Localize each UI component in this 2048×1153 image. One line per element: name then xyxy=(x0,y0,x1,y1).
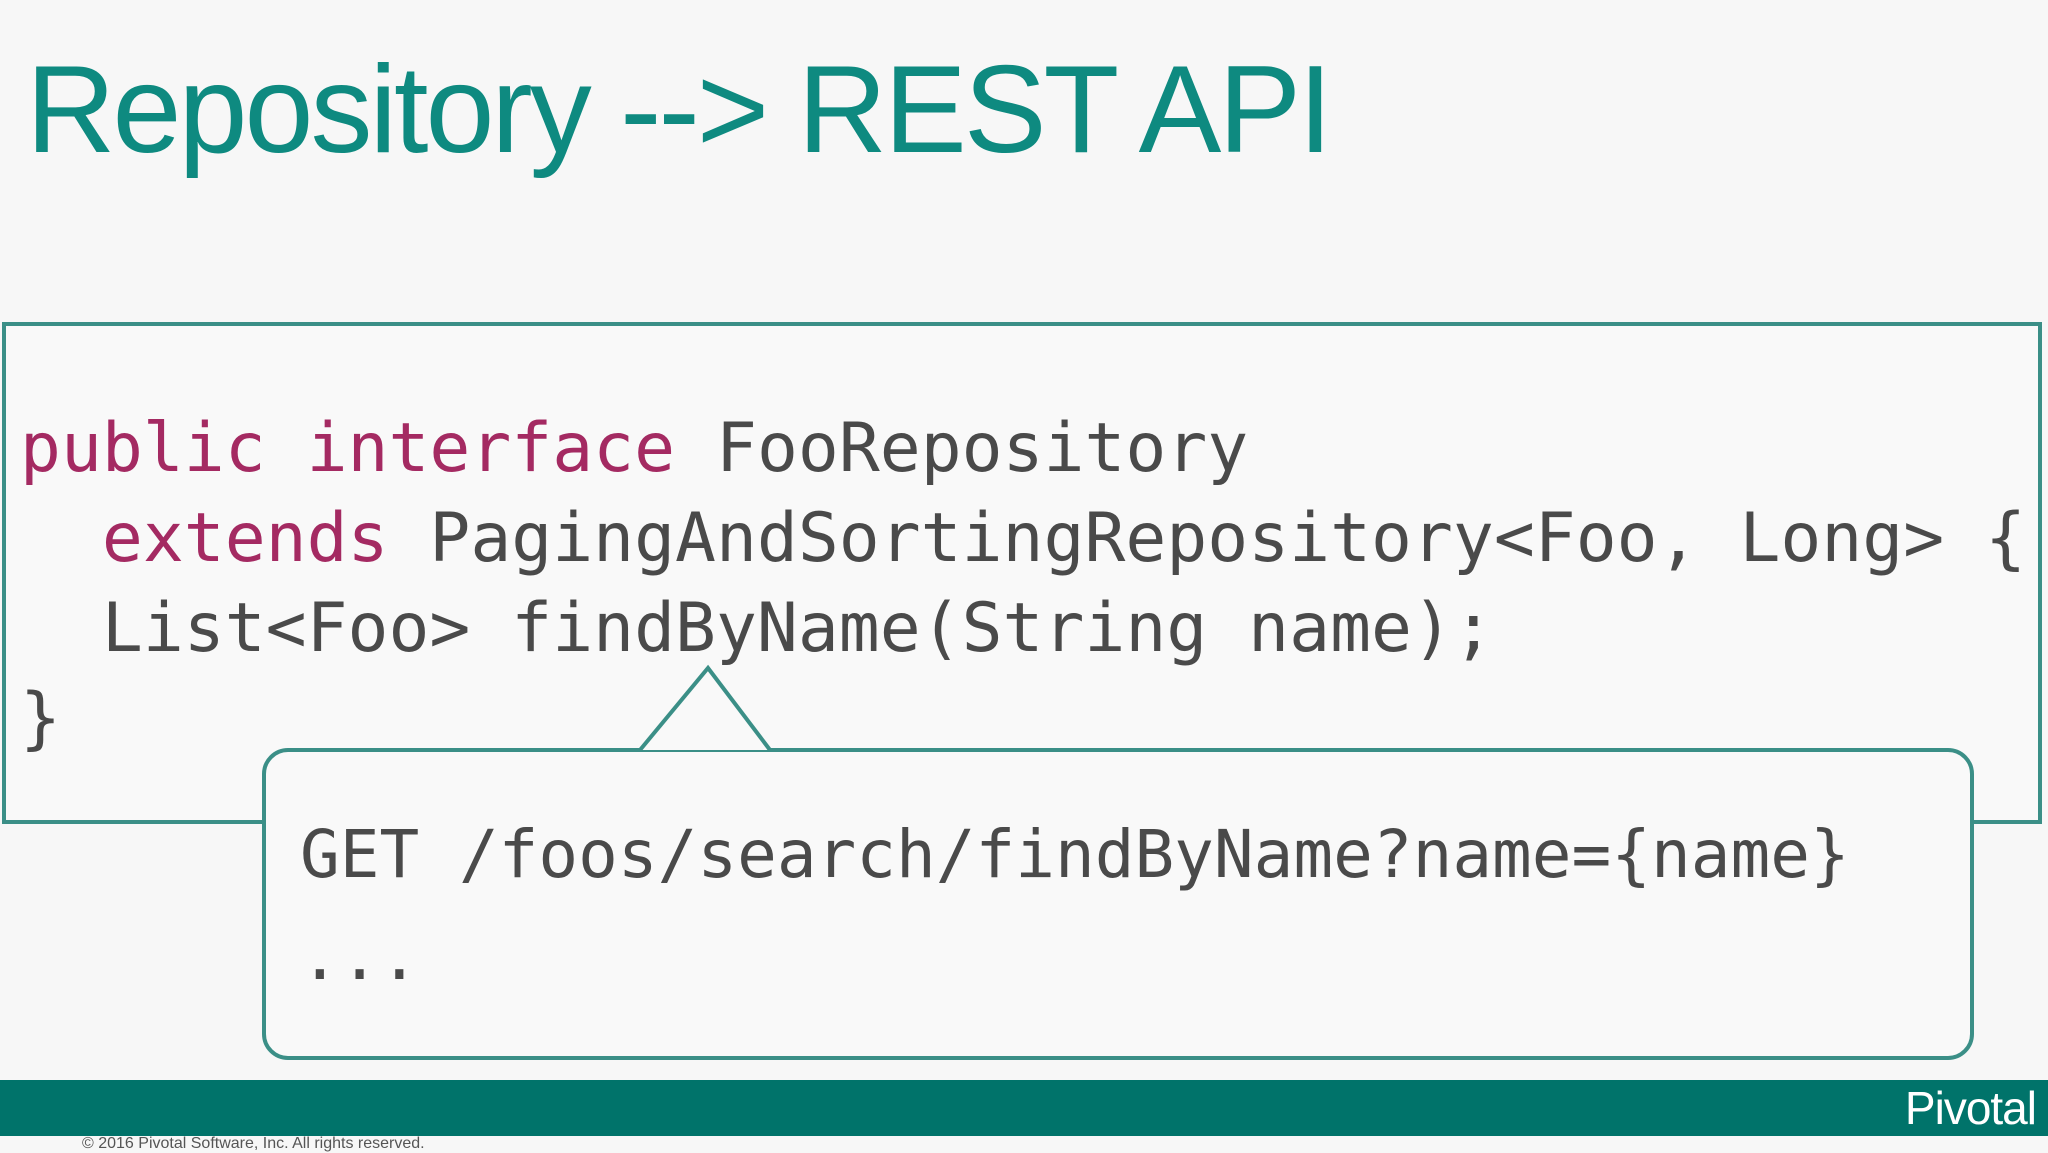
keyword-public: public xyxy=(20,409,266,488)
rest-endpoint: GET /foos/search/findByName?name={name} xyxy=(300,816,1850,893)
code-line-2: extends PagingAndSortingRepository<Foo, … xyxy=(20,494,2026,584)
footer-bar: Pivotal xyxy=(0,1080,2048,1136)
callout-pointer xyxy=(638,664,772,752)
code-indent xyxy=(20,499,102,578)
code-line-4: } xyxy=(20,679,61,758)
keyword-interface: interface xyxy=(306,409,676,488)
extends-clause: PagingAndSortingRepository<Foo, Long> { xyxy=(388,499,2027,578)
copyright-notice: © 2016 Pivotal Software, Inc. All rights… xyxy=(82,1135,425,1152)
pivotal-logo: Pivotal xyxy=(1904,1082,2037,1134)
callout-box xyxy=(262,748,1974,1060)
code-line-1: public interface FooRepository xyxy=(20,404,1248,494)
ellipsis: ... xyxy=(300,918,420,995)
interface-name: FooRepository xyxy=(716,409,1249,488)
keyword-extends: extends xyxy=(101,499,389,578)
code-line-3: List<Foo> findByName(String name); xyxy=(20,589,1494,668)
slide-title: Repository --> REST API xyxy=(26,41,1333,179)
code-panel: public interface FooRepository extends P… xyxy=(2,322,2042,824)
